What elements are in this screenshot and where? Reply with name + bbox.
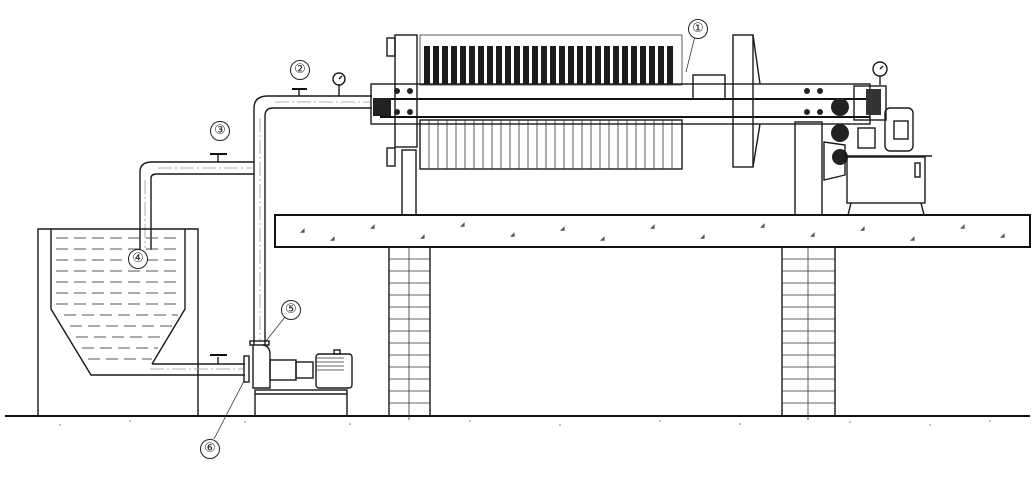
svg-text:◢: ◢ [700,233,705,240]
feed-pipe [253,88,372,345]
svg-text:◢: ◢ [1000,232,1005,239]
callout-4-slurry-tank: ④ [128,249,148,269]
slurry-tank [37,228,199,416]
svg-text:◢: ◢ [760,222,765,229]
concrete-platform: ◢ ◢ ◢ ◢ ◢ ◢ ◢ ◢ ◢ ◢ ◢ ◢ ◢ ◢ ◢ ◢ [274,214,1031,248]
suction-pipe [142,354,250,383]
callout-5-outlet-flange: ⑤ [281,300,301,320]
callout-1-filter-press: ① [688,19,708,39]
svg-text:◢: ◢ [420,233,425,240]
callout-leaders [213,35,696,440]
filter-press [370,34,871,216]
brick-pillar-left [388,246,431,420]
svg-text:◢: ◢ [910,235,915,242]
svg-text:◢: ◢ [860,225,865,232]
pressure-gauge-feed [332,72,346,96]
svg-text:◢: ◢ [330,235,335,242]
pressure-gauge-press [872,61,888,85]
svg-text:◢: ◢ [650,223,655,230]
callout-2-feed-valve: ② [290,60,310,80]
callout-6-inlet-flange: ⑥ [200,439,220,459]
hydraulic-station [823,85,932,216]
return-pipe [139,153,254,250]
svg-text:◢: ◢ [600,235,605,242]
svg-text:◢: ◢ [960,223,965,230]
brick-pillar-right [781,246,836,420]
svg-text:◢: ◢ [300,227,305,234]
svg-text:◢: ◢ [460,221,465,228]
svg-text:◢: ◢ [370,223,375,230]
feed-pump [249,340,353,417]
callout-3-return-valve: ③ [210,121,230,141]
ground [5,415,1030,426]
svg-text:◢: ◢ [510,231,515,238]
svg-text:◢: ◢ [560,225,565,232]
svg-text:◢: ◢ [810,231,815,238]
